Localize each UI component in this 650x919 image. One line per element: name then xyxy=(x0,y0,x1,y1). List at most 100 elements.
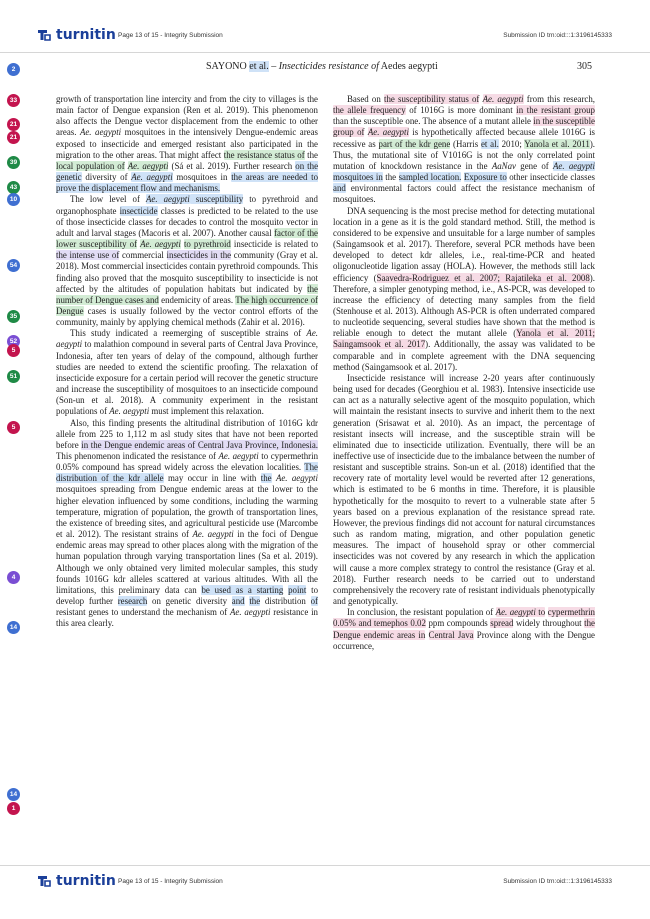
similarity-highlight[interactable]: the xyxy=(260,473,272,484)
match-badge[interactable]: 43 xyxy=(7,181,20,194)
running-head-etal: et al. xyxy=(249,61,269,72)
text-run: of 1016G is more dominant xyxy=(405,105,517,116)
similarity-highlight[interactable]: Ae. aegypti xyxy=(140,239,181,250)
text-run: to malathion compound in several parts o… xyxy=(56,339,318,417)
turnitin-logo: turnitin xyxy=(36,873,116,889)
match-badge[interactable]: 21 xyxy=(7,118,20,131)
text-run: (Harris xyxy=(450,138,481,149)
text-run: mosquitoes spreading from Dengue endemic… xyxy=(56,484,318,540)
body-paragraph: In conclusion, the resistant population … xyxy=(333,607,595,652)
similarity-highlight[interactable]: insecticide xyxy=(119,205,158,216)
text-run: Ae. aegypti xyxy=(192,529,234,540)
similarity-highlight[interactable]: research xyxy=(117,596,148,607)
match-badge[interactable]: 14 xyxy=(7,788,20,801)
similarity-highlight[interactable]: the resistance status of xyxy=(223,149,305,160)
text-run: resistant genes to understand the mechan… xyxy=(56,607,230,618)
similarity-highlight[interactable]: and xyxy=(333,183,346,194)
text-run: endemicity of areas. xyxy=(158,294,236,305)
text-run: from this research, xyxy=(523,94,596,104)
text-run: commercial xyxy=(119,250,167,261)
similarity-highlight[interactable]: in the resistant group xyxy=(516,105,595,116)
body-paragraph: This study indicated a reemerging of sus… xyxy=(56,328,318,417)
text-run: other insecticide classes xyxy=(506,172,595,183)
similarity-highlight[interactable]: susceptibility xyxy=(189,194,244,205)
text-run: on genetic diversity xyxy=(147,596,232,607)
body-column-right: Based on the susceptibility status of Ae… xyxy=(333,94,595,652)
match-badge[interactable]: 2 xyxy=(7,63,20,76)
text-run: The low level of xyxy=(70,194,146,205)
page-number: 305 xyxy=(577,61,592,72)
body-paragraph: The low level of Ae. aegypti susceptibil… xyxy=(56,194,318,328)
similarity-highlight[interactable]: to pyrethroid xyxy=(183,239,231,250)
similarity-highlight[interactable]: Saavedra-Rodriguez et al. 2007; Rajatile… xyxy=(376,272,590,283)
turnitin-footer-bar: turnitin Page 13 of 15 - Integrity Submi… xyxy=(0,864,650,898)
match-badge[interactable]: 4 xyxy=(7,571,20,584)
similarity-highlight[interactable]: Ae. aegypti xyxy=(495,607,536,618)
similarity-highlight[interactable]: sampled location. xyxy=(398,172,462,183)
similarity-highlight[interactable]: local population of xyxy=(56,160,125,171)
match-badge[interactable]: 35 xyxy=(7,310,20,323)
similarity-highlight[interactable]: in the Dengue endemic areas of Central J… xyxy=(81,439,318,450)
similarity-highlight[interactable]: of xyxy=(310,596,318,607)
text-run: Based on xyxy=(347,94,384,104)
text-run: ). Additionally, the assay was validated… xyxy=(333,339,595,372)
body-paragraph: Also, this finding presents the altitudi… xyxy=(56,418,318,630)
similarity-highlight[interactable]: the xyxy=(249,596,261,607)
similarity-highlight[interactable]: part of the kdr gene xyxy=(378,138,451,149)
match-badge[interactable]: 5 xyxy=(7,344,20,357)
text-run: to develop further xyxy=(56,584,319,607)
text-run: gene of xyxy=(515,160,553,171)
similarity-highlight[interactable]: Ae. aegypti xyxy=(553,160,595,171)
running-head-title: SAYONO et al. – Insecticides resistance … xyxy=(206,61,438,72)
similarity-highlight[interactable]: the susceptibility status of xyxy=(383,94,480,104)
match-badge[interactable]: 51 xyxy=(7,370,20,383)
similarity-highlight[interactable]: be used as a starting xyxy=(201,584,284,595)
match-badge[interactable]: 33 xyxy=(7,94,20,107)
match-badge[interactable]: 5 xyxy=(7,421,20,434)
text-run: environmental factors could affect the r… xyxy=(333,183,595,205)
similarity-highlight[interactable]: Ae. aegypti xyxy=(127,160,169,171)
similarity-highlight[interactable]: and xyxy=(231,596,245,607)
text-run: Ae. aegypti xyxy=(218,451,259,461)
text-run: ppm compounds xyxy=(425,618,491,629)
page-info: Page 13 of 15 - Integrity Submission xyxy=(118,877,223,885)
similarity-highlight[interactable]: the intense use of xyxy=(56,250,120,261)
similarity-highlight[interactable]: et al. xyxy=(480,138,499,149)
match-badge[interactable]: 21 xyxy=(7,131,20,144)
similarity-highlight[interactable]: Yanola et al. 2011 xyxy=(524,138,590,149)
match-badge[interactable]: 14 xyxy=(7,621,20,634)
text-run: to cypermethrin 0.05% compound has sprea… xyxy=(56,451,319,473)
text-run: Insecticide resistance will increase 2-2… xyxy=(333,372,595,607)
text-run: mosquitoes in the intensively Dengue-end… xyxy=(56,127,318,160)
text-run: is hypothetically affected because allel… xyxy=(333,127,595,149)
text-run: distribution xyxy=(260,596,311,607)
text-run: community (Gray et al. 2018). Most comme… xyxy=(56,250,318,294)
similarity-highlight[interactable]: Ae. aegypti xyxy=(131,172,173,183)
text-run: Ae. aegypti xyxy=(229,607,271,618)
match-badge[interactable]: 10 xyxy=(7,193,20,206)
similarity-highlight[interactable]: point xyxy=(288,584,307,595)
text-run: (Sá et al. 2019). Further research xyxy=(168,160,296,171)
match-badge[interactable]: 54 xyxy=(7,259,20,272)
text-run: classes is predicted to be related to th… xyxy=(56,205,318,238)
similarity-highlight[interactable]: mosquitoes in xyxy=(333,172,383,183)
match-badge[interactable]: 1 xyxy=(7,802,20,815)
turnitin-logo-icon xyxy=(38,30,51,41)
similarity-highlight[interactable]: to xyxy=(535,607,546,618)
turnitin-logo: turnitin xyxy=(36,27,116,43)
similarity-highlight[interactable]: Ae. aegypti xyxy=(367,127,409,138)
turnitin-logo-icon xyxy=(38,876,51,887)
similarity-highlight[interactable]: insecticides in the xyxy=(166,250,232,261)
similarity-highlight[interactable]: Central Java xyxy=(428,629,474,640)
text-run: AaNav xyxy=(491,160,516,171)
text-run: In conclusion, the resistant population … xyxy=(347,607,496,618)
similarity-highlight[interactable]: Ae. aegypti xyxy=(145,194,190,205)
similarity-highlight[interactable]: spread xyxy=(490,618,514,629)
text-run: Ae. aegypti xyxy=(275,473,318,484)
match-badge[interactable]: 39 xyxy=(7,156,20,169)
similarity-highlight[interactable]: Exposure to xyxy=(463,172,507,183)
similarity-highlight[interactable]: the allele frequency xyxy=(333,105,406,116)
text-run: growth of transportation line intercity … xyxy=(56,94,318,138)
similarity-highlight[interactable]: Ae. aegypti xyxy=(482,94,524,104)
text-run: than the susceptible one. The absence of… xyxy=(333,116,534,127)
